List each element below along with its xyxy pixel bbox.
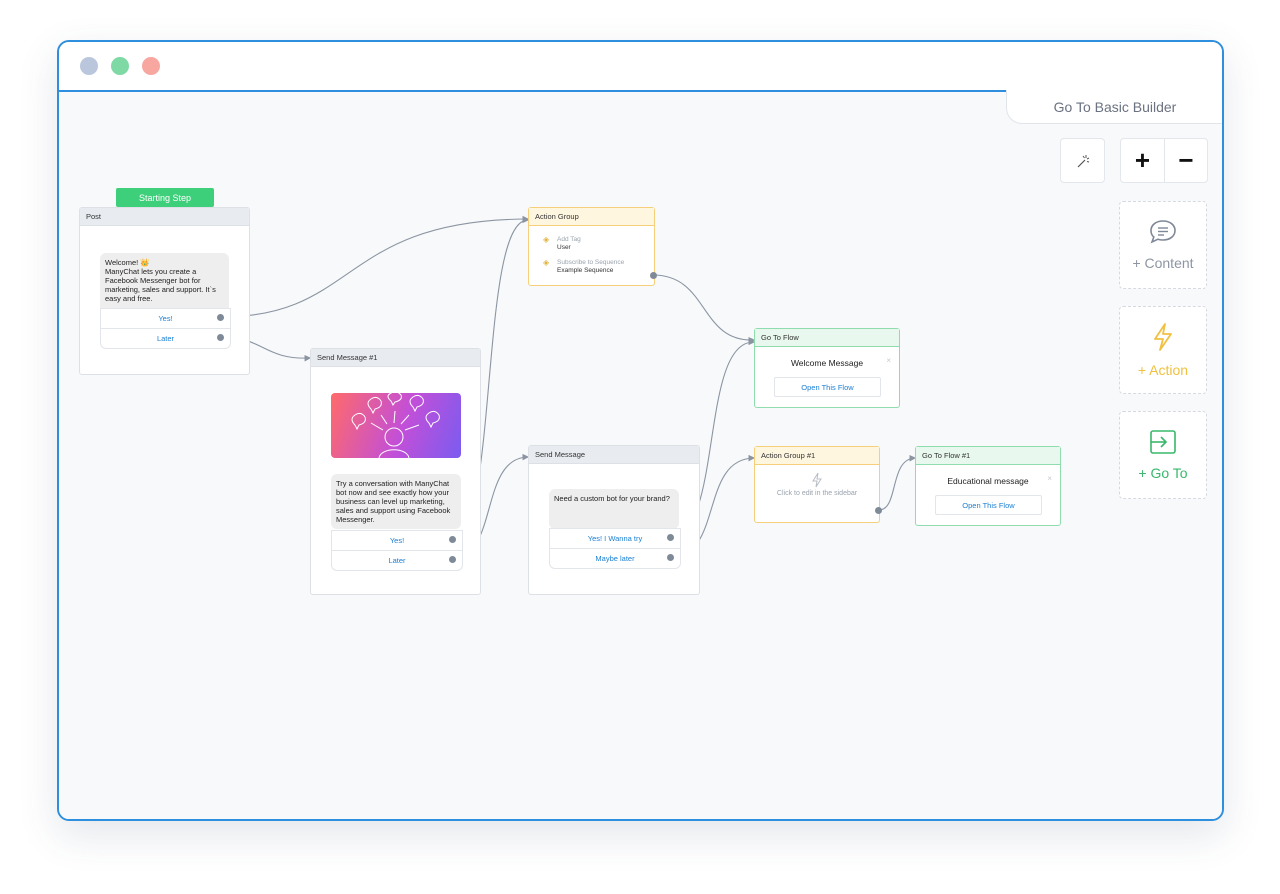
action-subscribe-sequence[interactable]: ◈ Subscribe to Sequence Example Sequence [543,259,624,275]
open-flow-button[interactable]: Open This Flow [774,377,881,397]
node-action-group-title: Action Group [529,208,654,226]
add-content-label: + Content [1132,255,1194,271]
window-dot-maximize[interactable] [111,57,129,75]
node-action-group-1[interactable]: Action Group #1 Click to edit in the sid… [754,446,882,523]
go-to-basic-builder-tab[interactable]: Go To Basic Builder [1006,90,1222,124]
node-send-message-1-title: Send Message #1 [311,349,480,367]
add-content-card[interactable]: + Content [1119,201,1207,289]
open-flow-1-button[interactable]: Open This Flow [935,495,1042,515]
port-post-yes[interactable] [217,314,224,321]
go-to-flow-1-name: Educational message [947,476,1029,486]
go-to-flow-name: Welcome Message [790,358,864,368]
action-add-tag-label: Add Tag [557,236,581,243]
app-window: Go To Basic Builder + − + Con [57,40,1224,821]
add-goto-label: + Go To [1138,465,1188,481]
send-message-button-yes[interactable]: Yes! I Wanna try [549,528,681,549]
port-sm-maybe[interactable] [667,554,674,561]
node-post[interactable]: Post Welcome! 👑 ManyChat lets you create… [79,207,250,375]
node-post-title: Post [80,208,249,226]
port-sm-yes[interactable] [667,534,674,541]
window-dot-close[interactable] [142,57,160,75]
connector-post-yes [220,215,530,318]
action-subscribe-value: Example Sequence [557,267,614,274]
connector-ag1-goto1 [878,454,917,511]
zoom-controls: + − [1120,138,1208,183]
send-message-button-maybe[interactable]: Maybe later [549,548,681,569]
action-add-tag[interactable]: ◈ Add Tag User [543,236,581,252]
port-post-later[interactable] [217,334,224,341]
send-message-1-image [331,393,461,458]
person-ideas-illustration [351,393,440,458]
action-add-tag-value: User [557,244,571,251]
starting-step-badge: Starting Step [116,188,214,207]
go-to-flow-1-close-icon[interactable]: × [1047,474,1052,483]
post-button-later[interactable]: Later [100,328,231,349]
lightning-icon [1154,323,1172,351]
sequence-icon: ◈ [543,258,550,267]
node-go-to-flow[interactable]: Go To Flow × Welcome Message Open This F… [754,328,900,408]
send-message-1-button-yes[interactable]: Yes! [331,530,463,551]
goto-arrow-icon [1150,430,1176,454]
zoom-out-button[interactable]: − [1178,145,1194,175]
send-message-1-text: Try a conversation with ManyChat bot now… [331,474,461,529]
add-action-label: + Action [1137,362,1189,378]
add-goto-card[interactable]: + Go To [1119,411,1207,499]
send-message-1-button-later[interactable]: Later [331,550,463,571]
chat-bubble-icon [1150,220,1176,244]
port-sm1-yes[interactable] [449,536,456,543]
port-action-group-1[interactable] [875,507,882,514]
window-dot-minimize[interactable] [80,57,98,75]
tag-icon: ◈ [543,235,550,244]
node-action-group[interactable]: Action Group ◈ Add Tag User ◈ Subscribe … [528,207,657,286]
node-go-to-flow-1-title: Go To Flow #1 [916,447,1060,465]
zoom-in-button[interactable]: + [1134,145,1151,175]
node-go-to-flow-title: Go To Flow [755,329,899,347]
port-action-group[interactable] [650,272,657,279]
connector-ag-goto [652,274,756,344]
window-titlebar [59,42,1222,92]
node-go-to-flow-1[interactable]: Go To Flow #1 × Educational message Open… [915,446,1061,526]
add-action-card[interactable]: + Action [1119,306,1207,394]
action-group-1-hint: Click to edit in the sidebar [776,490,858,497]
post-message-text: Welcome! 👑 ManyChat lets you create a Fa… [100,253,229,315]
post-button-yes[interactable]: Yes! [100,308,231,329]
send-message-text: Need a custom bot for your brand? [549,489,679,529]
magic-wand-icon [1077,154,1089,167]
action-group-1-lightning-icon [755,472,879,493]
action-subscribe-label: Subscribe to Sequence [557,259,625,266]
node-action-group-1-title: Action Group #1 [755,447,879,465]
zoom-divider [1164,139,1165,182]
node-send-message[interactable]: Send Message Need a custom bot for your … [528,445,700,595]
magic-wand-button[interactable] [1060,138,1105,183]
go-to-flow-close-icon[interactable]: × [886,356,891,365]
flow-canvas[interactable]: Go To Basic Builder + − + Con [59,90,1222,819]
node-send-message-title: Send Message [529,446,699,464]
port-sm1-later[interactable] [449,556,456,563]
node-send-message-1[interactable]: Send Message #1 [310,348,481,595]
